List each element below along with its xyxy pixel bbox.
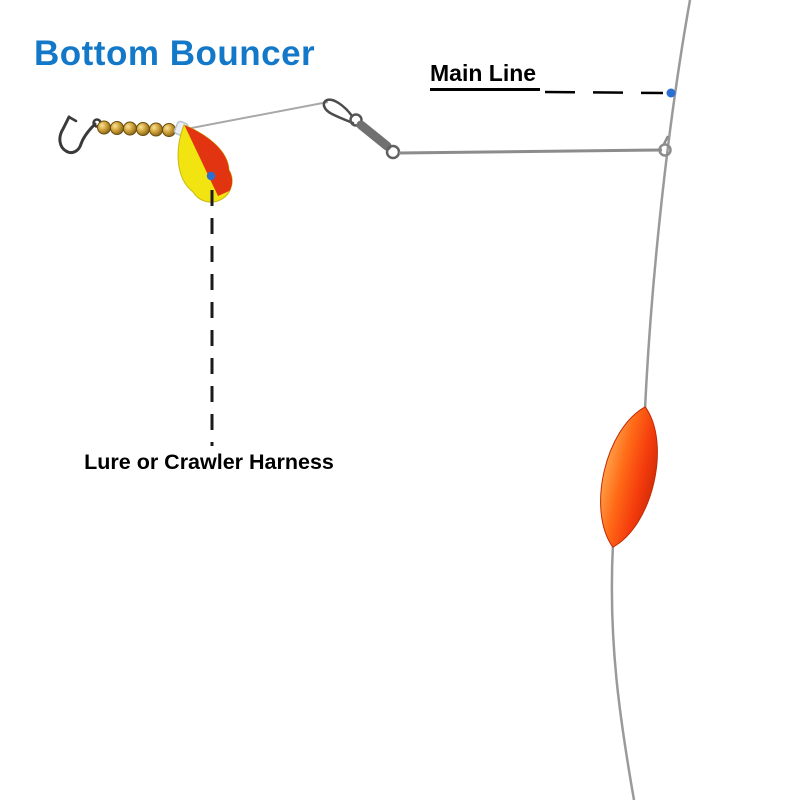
spinner-blade [177,124,233,203]
harness-label: Lure or Crawler Harness [84,450,334,474]
bottom-bouncer-weight [600,406,658,548]
hook-icon [58,115,102,155]
main-line-label: Main Line [430,60,541,92]
main-line [610,0,692,800]
diagram-title: Bottom Bouncer [34,34,316,73]
beads [97,120,176,137]
main-line-pointer-dot [666,88,676,98]
main-line-pointer [544,88,676,98]
blade-pointer-dot [206,171,216,181]
wire-arm [398,135,672,157]
snap-swivel [322,98,401,160]
